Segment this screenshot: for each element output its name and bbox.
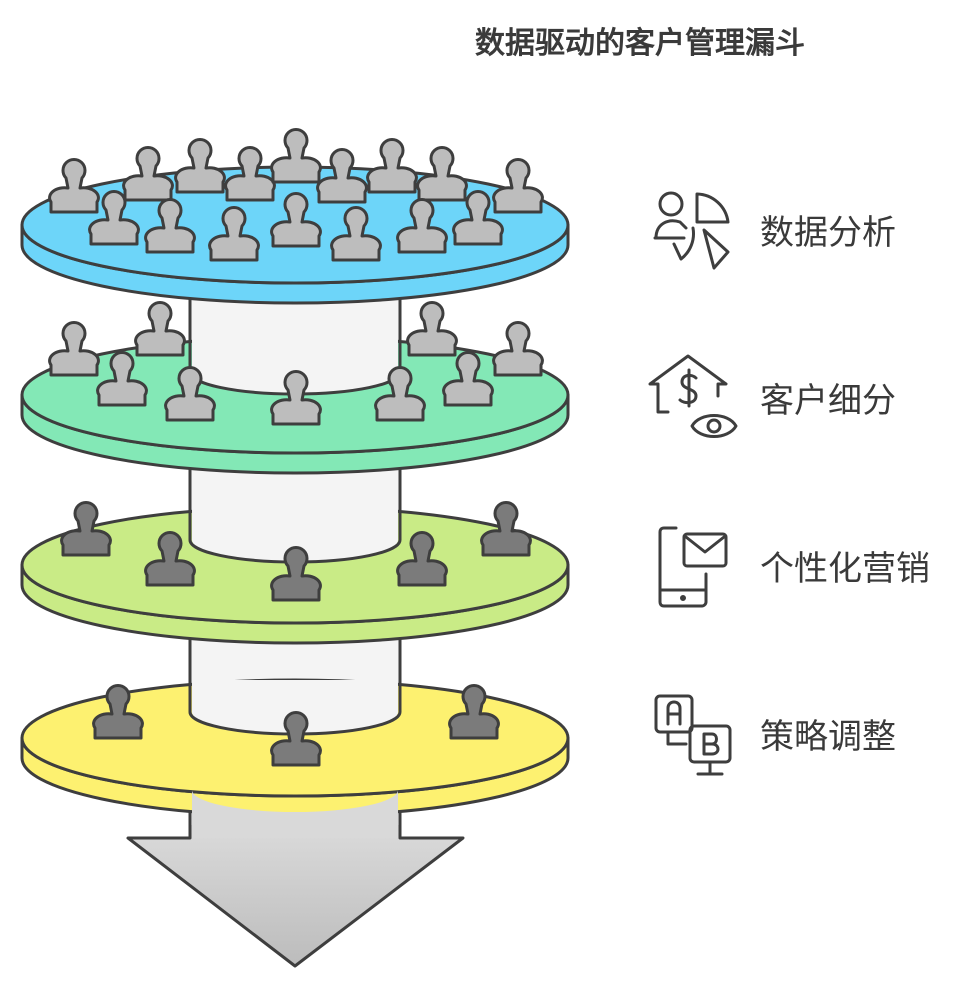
people-group-layer-1 bbox=[48, 127, 544, 262]
stage-label-personalized-marketing: 个性化营销 bbox=[760, 549, 930, 589]
phone-envelope-icon bbox=[658, 526, 728, 608]
stage-label-customer-segmentation: 客户细分 bbox=[760, 381, 896, 421]
person-icon bbox=[174, 137, 226, 194]
stage-label-data-analysis: 数据分析 bbox=[760, 213, 896, 253]
person-icon bbox=[406, 300, 458, 357]
stage-label-strategy-adjustment: 策略调整 bbox=[760, 717, 896, 757]
person-icon bbox=[366, 137, 418, 194]
ab-test-icon bbox=[654, 694, 732, 776]
person-icon bbox=[134, 300, 186, 357]
person-icon bbox=[270, 127, 322, 184]
house-dollar-eye-icon bbox=[648, 354, 738, 438]
diagram-title: 数据驱动的客户管理漏斗 bbox=[475, 26, 805, 61]
person-icon bbox=[492, 320, 544, 377]
person-pie-chart-icon bbox=[653, 191, 730, 270]
person-icon bbox=[48, 320, 100, 377]
